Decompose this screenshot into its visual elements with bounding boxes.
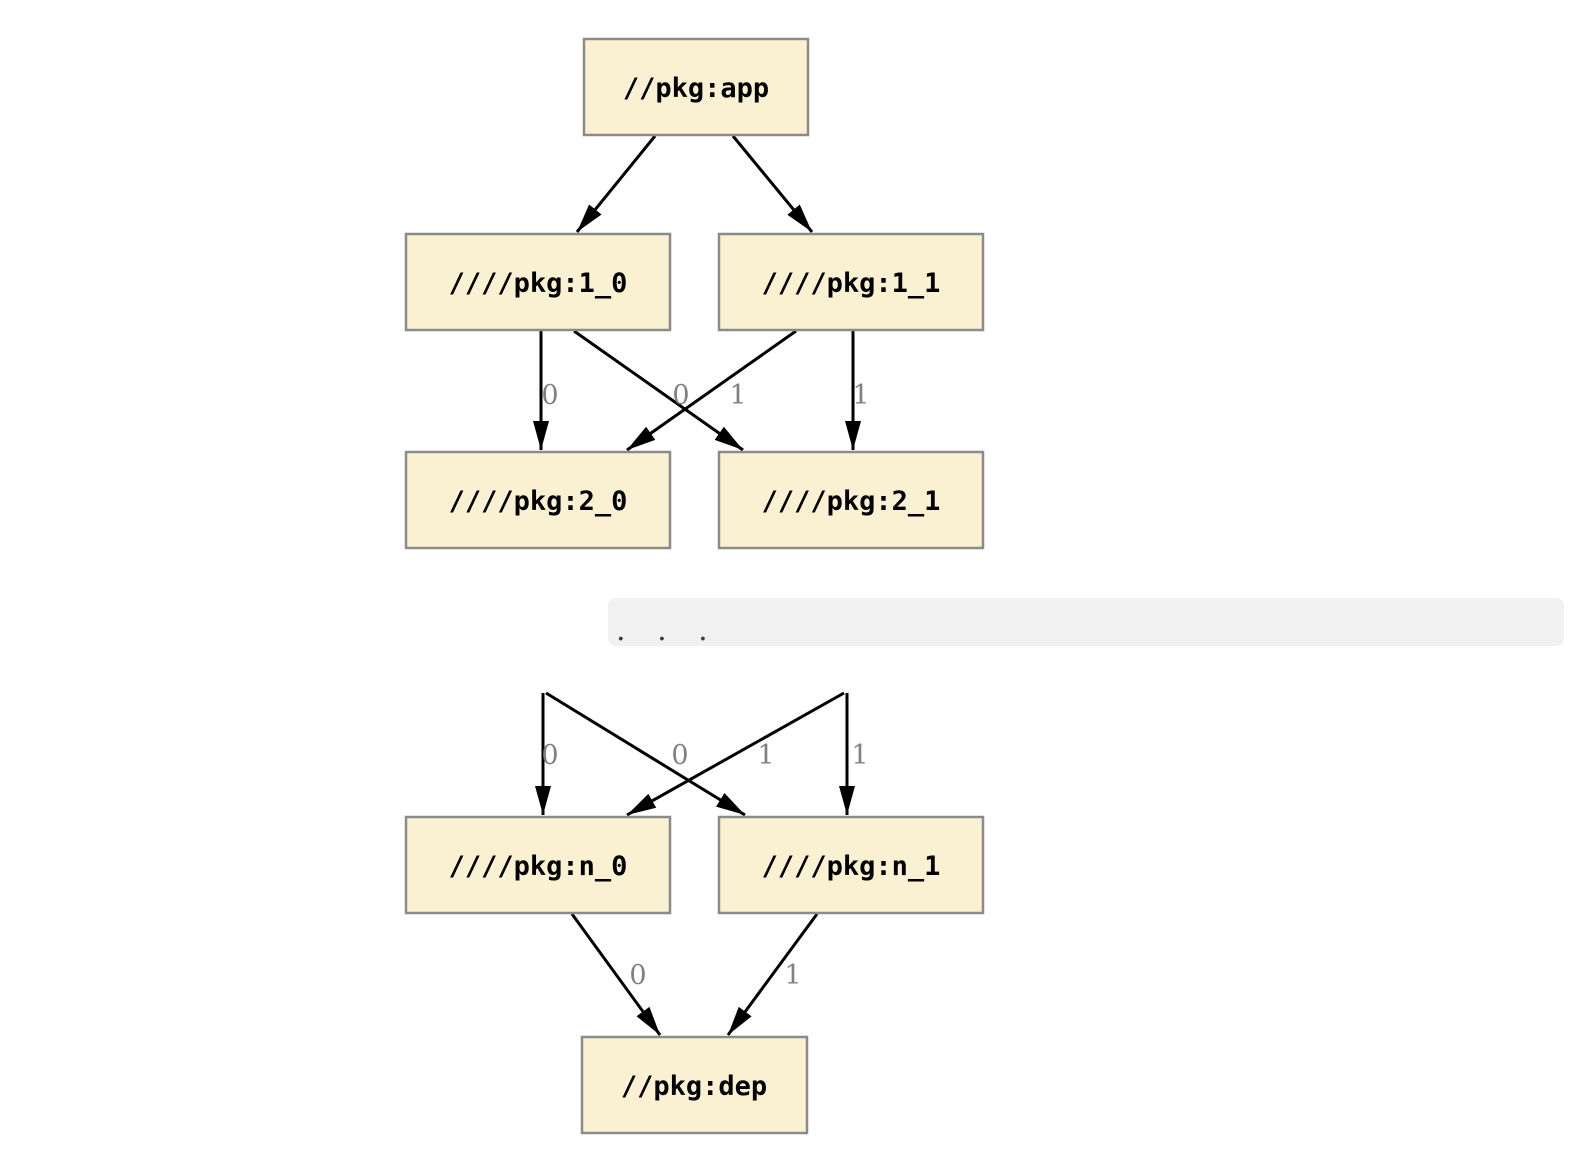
truncation-separator-bar — [608, 598, 1564, 646]
node-1_0-box — [404, 232, 672, 332]
node-1_0-label: ////pkg:1_0 — [449, 268, 628, 299]
edge-label-1_1-2_0: 1 — [729, 380, 746, 411]
node-n_1-box — [717, 815, 985, 915]
node-n_0-label: ////pkg:n_0 — [449, 851, 628, 882]
node-app: //pkg:app — [582, 37, 810, 137]
node-n_1-label: ////pkg:n_1 — [762, 851, 941, 882]
node-app-label: //pkg:app — [623, 73, 769, 104]
edge-1_0-to-2_1 — [573, 329, 744, 452]
node-app-box — [582, 37, 810, 137]
node-1_1-box — [717, 232, 985, 332]
node-2_1-label: ////pkg:2_1 — [762, 486, 941, 517]
node-1_1: ////pkg:1_1 — [717, 232, 985, 332]
edge-elided-to-n_0-cross — [626, 691, 845, 817]
edge-n_1-to-dep — [726, 913, 819, 1036]
edge-label-elided-n_1-straight: 1 — [851, 740, 868, 771]
node-dep-label: //pkg:dep — [621, 1071, 767, 1102]
edge-label-elided-n_0: 0 — [541, 740, 558, 771]
node-dep: //pkg:dep — [580, 1035, 809, 1135]
node-2_0-label: ////pkg:2_0 — [449, 486, 628, 517]
node-2_1-box — [717, 450, 985, 550]
edge-label-elided-n_0-cross: 1 — [757, 740, 774, 771]
node-n_1: ////pkg:n_1 — [717, 815, 985, 915]
edge-app-to-1_0 — [575, 135, 657, 233]
node-dep-box — [580, 1035, 809, 1135]
edge-label-1_0-2_1: 0 — [672, 380, 689, 411]
node-2_0-box — [404, 450, 672, 550]
node-2_1: ////pkg:2_1 — [717, 450, 985, 550]
edge-label-elided-n_1: 0 — [671, 740, 688, 771]
edge-elided-to-n_1 — [545, 691, 746, 817]
edge-label-n_1-dep: 1 — [784, 960, 801, 991]
node-n_0-box — [404, 815, 672, 915]
edge-label-1_1-2_1: 1 — [852, 380, 869, 411]
edge-label-n_0-dep: 0 — [629, 960, 646, 991]
node-2_0: ////pkg:2_0 — [404, 450, 672, 550]
edge-1_1-to-2_0 — [626, 329, 797, 452]
node-n_0: ////pkg:n_0 — [404, 815, 672, 915]
node-1_0: ////pkg:1_0 — [404, 232, 672, 332]
ellipsis-dots: . . . — [616, 613, 719, 648]
node-1_1-label: ////pkg:1_1 — [762, 268, 941, 299]
truncation-separator: . . . — [608, 598, 1564, 648]
edge-n_0-to-dep — [570, 913, 662, 1036]
edge-app-to-1_1 — [731, 135, 814, 233]
edge-label-1_0-2_0: 0 — [541, 380, 558, 411]
